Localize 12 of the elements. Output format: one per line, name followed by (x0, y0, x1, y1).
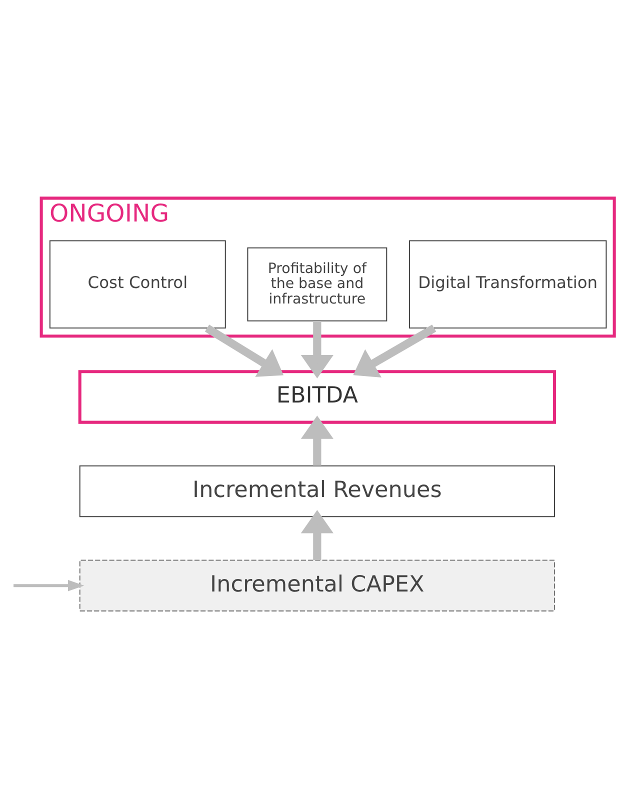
node-box: EBITDA (78, 370, 556, 424)
node-box: Incremental CAPEX (79, 559, 555, 611)
node-box: Digital Transformation (408, 240, 607, 328)
arrow (300, 415, 334, 466)
arrow (14, 579, 84, 591)
arrow (353, 324, 436, 377)
arrow (300, 509, 334, 560)
node-box: Incremental Revenues (79, 464, 555, 517)
node-box: Profitability of the base and infrastructure (247, 246, 388, 321)
node-box: Cost Control (49, 240, 226, 328)
arrow (300, 320, 334, 378)
arrow (204, 324, 284, 376)
